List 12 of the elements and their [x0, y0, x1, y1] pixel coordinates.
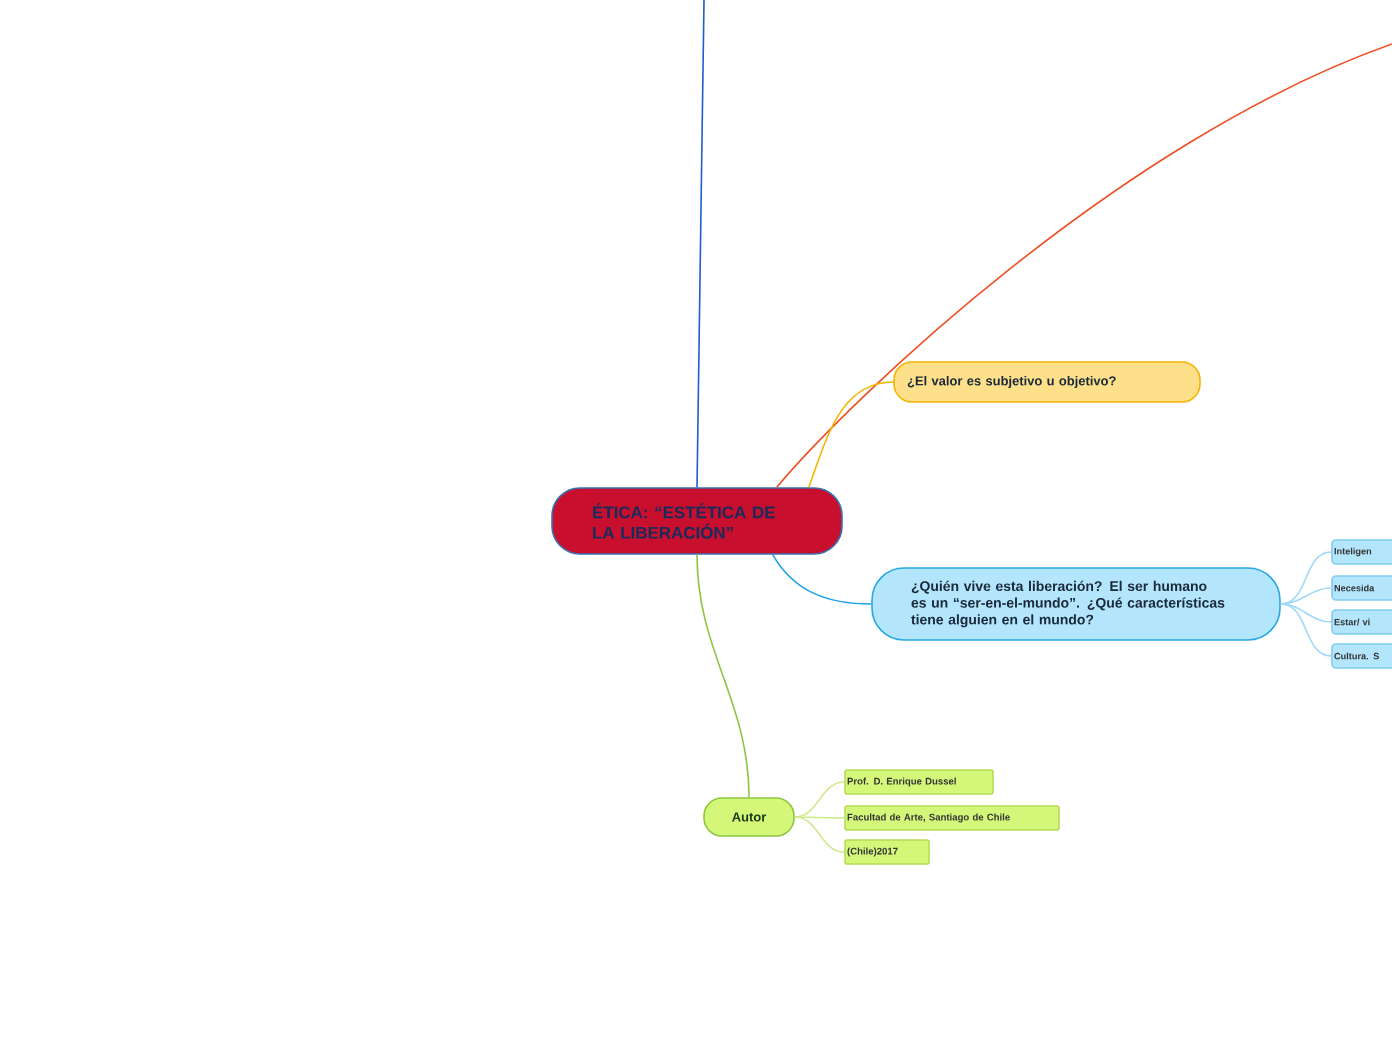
- connector-line: [1280, 603, 1332, 657]
- connector-line: [772, 554, 872, 605]
- connector-line: [794, 816, 845, 819]
- topic-box: ÉTICA: “ESTÉTICA DE LA LIBERACIÓN”: [551, 487, 843, 555]
- connector-line: [696, 0, 705, 488]
- connector-line: [1280, 587, 1332, 605]
- connector-line: [696, 554, 750, 798]
- connector-line: [1280, 551, 1332, 605]
- connector-line: [794, 781, 845, 818]
- connector-line: [776, 43, 1392, 488]
- connector-line: [808, 381, 894, 488]
- connector-line: [794, 816, 845, 853]
